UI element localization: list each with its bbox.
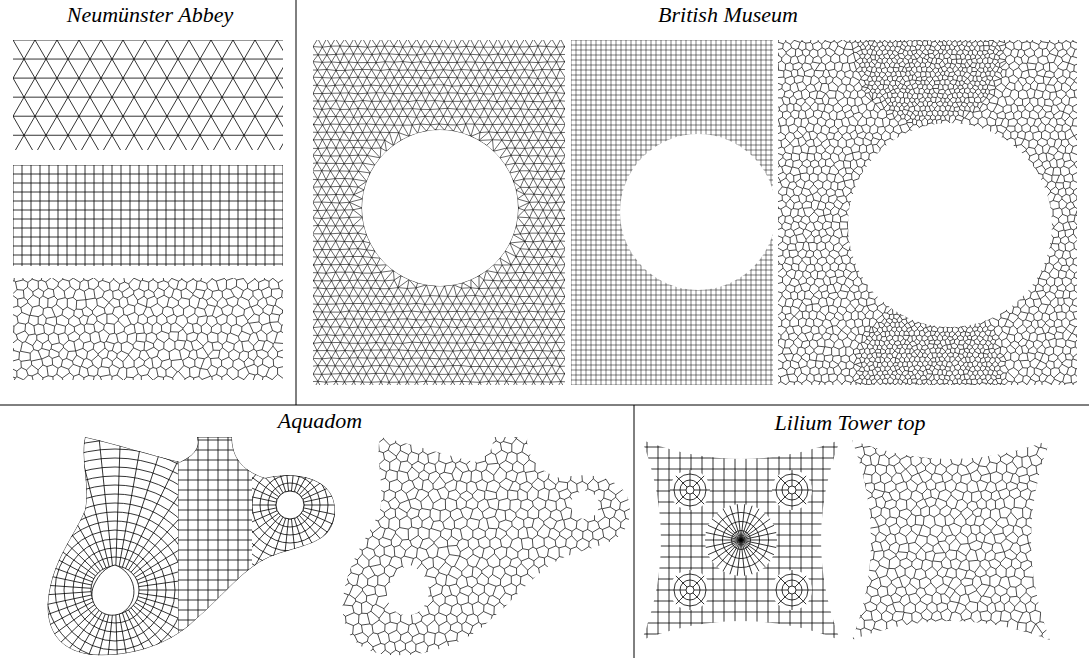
mesh-hole: [276, 491, 304, 519]
mesh-group: [168, 430, 262, 658]
mesh-hole: [92, 565, 134, 615]
mesh-group: [778, 40, 1077, 385]
mesh-group: [846, 436, 1056, 646]
mesh-patch: [772, 470, 812, 510]
mesh-group: [0, 410, 370, 658]
polygon-mesh: [778, 40, 1077, 385]
panel-divider: [634, 405, 635, 658]
quad-mesh: [670, 570, 710, 610]
circular-hole: [848, 123, 1052, 327]
circular-hole: [362, 130, 518, 286]
panel-title: British Museum: [655, 2, 801, 28]
mesh-patch: [670, 470, 710, 510]
mesh-group: [13, 278, 283, 380]
mesh-patch: [670, 570, 710, 610]
mesh-group: [335, 430, 635, 658]
mesh-group: [636, 436, 846, 646]
mesh-patch: [705, 504, 777, 576]
mesh-group: [13, 165, 283, 266]
mesh-group: [0, 410, 370, 658]
quad-mesh: [636, 436, 846, 646]
mesh-boundary: [48, 437, 335, 655]
polygon-mesh: [335, 430, 635, 658]
quad-mesh: [168, 430, 262, 658]
quad-mesh: [772, 570, 812, 610]
mesh-group: [846, 436, 1056, 646]
panel-divider: [0, 405, 1089, 406]
mesh-group: [303, 30, 574, 390]
mesh-patch: [772, 570, 812, 610]
mesh-group: [335, 430, 635, 658]
quad-mesh: [210, 425, 370, 584]
panel-title: Neumünster Abbey: [64, 2, 236, 28]
mesh-group: [636, 436, 846, 646]
panel-title: Lilium Tower top: [772, 410, 929, 436]
mesh-group: [210, 425, 370, 584]
mesh-hole: [571, 491, 599, 519]
mesh-hole: [387, 565, 429, 615]
panel-divider: [296, 0, 297, 405]
panel-title: Aquadom: [275, 408, 365, 434]
quad-mesh: [13, 165, 283, 266]
circular-hole: [620, 134, 776, 290]
quad-mesh: [772, 470, 812, 510]
mesh-group: [0, 410, 295, 658]
quad-mesh: [705, 504, 777, 576]
polygon-mesh: [846, 436, 1056, 646]
polygon-mesh: [13, 278, 283, 380]
triangle-mesh: [303, 30, 574, 390]
quad-mesh: [0, 410, 295, 658]
quad-mesh: [670, 470, 710, 510]
